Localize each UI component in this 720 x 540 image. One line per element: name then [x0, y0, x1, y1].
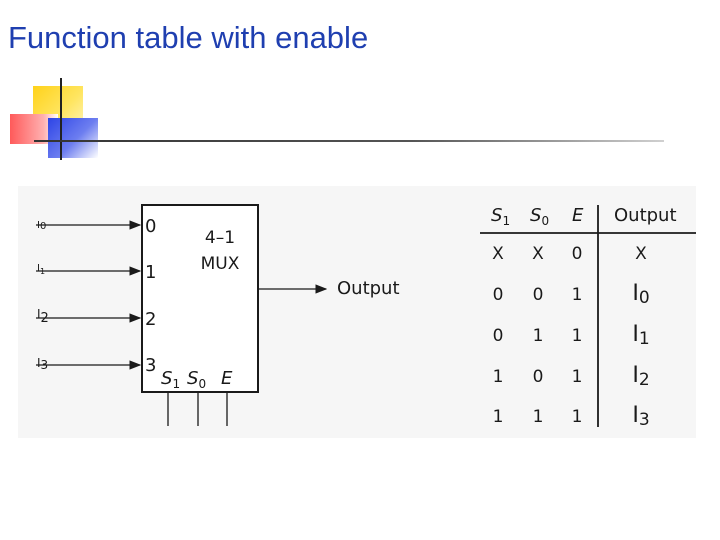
table-cell-r2-c0: 0 — [493, 326, 504, 346]
table-header-e: E — [572, 205, 584, 226]
control-s1-sub: 1 — [172, 377, 180, 391]
control-s0-letter: S — [187, 368, 198, 389]
input-i2-letter: I — [37, 307, 41, 321]
table-cell-r1-c2: 1 — [572, 285, 583, 305]
table-cell-r4-c0: 1 — [493, 407, 504, 427]
input-i0-sub: 0 — [40, 221, 46, 232]
table-cell-r2-c3: I1 — [632, 322, 649, 349]
input-i3-letter: I — [37, 356, 41, 370]
control-label-s1: S1 — [161, 368, 180, 391]
table-cell-r2-c2: 1 — [572, 326, 583, 346]
table-cell-r0-c3: X — [635, 244, 647, 264]
table-cell-r2-c1: 1 — [533, 326, 544, 346]
table-cell-r4-c1: 1 — [533, 407, 544, 427]
pin-1: 1 — [145, 262, 156, 283]
input-label-i3: I3 — [37, 356, 48, 372]
pin-0: 0 — [145, 216, 156, 237]
figure-background — [18, 186, 696, 438]
table-cell-r1-c3: I0 — [632, 281, 649, 308]
table-cell-r3-c1: 0 — [533, 367, 544, 387]
control-s0-sub: 0 — [198, 377, 206, 391]
table-cell-r0-c0: X — [492, 244, 504, 264]
table-cell-r1-c1: 0 — [533, 285, 544, 305]
table-cell-r4-c2: 1 — [572, 407, 583, 427]
pin-3: 3 — [145, 355, 156, 376]
table-header-s0: S0 — [530, 205, 549, 228]
mux-label-line2: MUX — [201, 254, 240, 274]
input-label-i0: I0 — [37, 220, 46, 232]
table-cell-r3-c2: 1 — [572, 367, 583, 387]
input-i1-letter: I — [37, 263, 40, 274]
control-s1-letter: S — [161, 368, 172, 389]
decor-vertical-line — [60, 78, 62, 160]
decor-blue-square — [48, 118, 98, 158]
table-header-s1-letter: S — [491, 205, 502, 226]
mux-block — [141, 204, 259, 393]
table-cell-r0-c2: 0 — [572, 244, 583, 264]
table-cell-r3-c3: I2 — [632, 363, 649, 390]
table-cell-r1-c0: 0 — [493, 285, 504, 305]
table-header-s1: S1 — [491, 205, 510, 228]
table-header-s0-letter: S — [530, 205, 541, 226]
slide-title: Function table with enable — [8, 20, 369, 55]
control-label-e: E — [221, 368, 233, 389]
pin-2: 2 — [145, 309, 156, 330]
title-underline — [34, 140, 664, 142]
output-label: Output — [337, 278, 400, 299]
mux-label-line1: 4–1 — [205, 228, 235, 248]
table-header-output: Output — [614, 205, 677, 226]
table-cell-r3-c0: 1 — [493, 367, 504, 387]
table-header-s1-sub: 1 — [502, 214, 510, 228]
control-label-s0: S0 — [187, 368, 206, 391]
table-cell-r4-c3: I3 — [632, 403, 649, 430]
table-header-s0-sub: 0 — [541, 214, 549, 228]
table-cell-r0-c1: X — [532, 244, 544, 264]
